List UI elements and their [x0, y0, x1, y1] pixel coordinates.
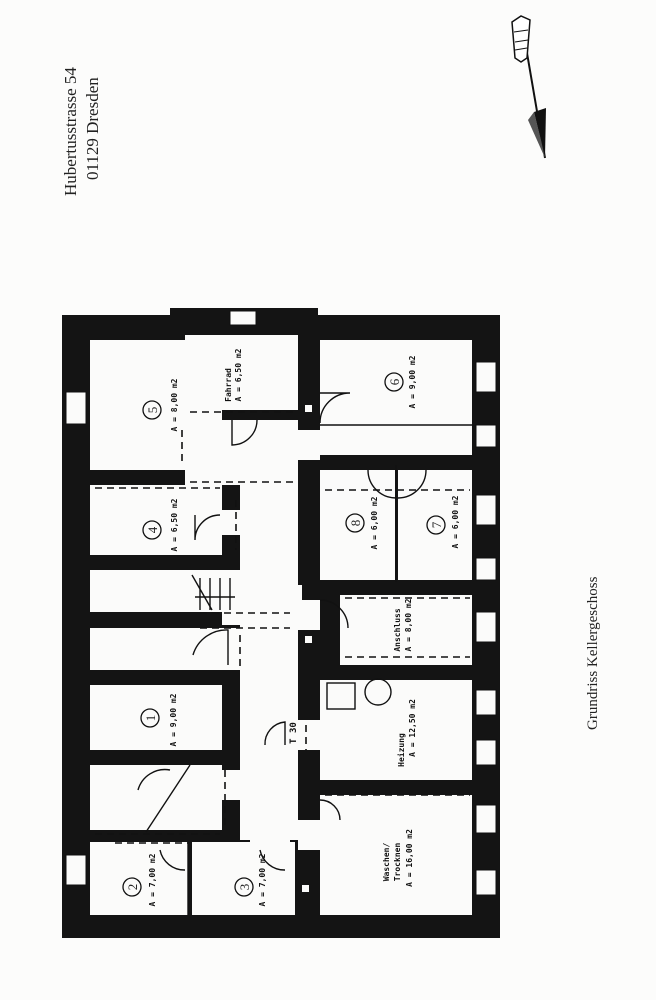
room-area: A = 6,50 m2: [170, 498, 179, 551]
room-area: A = 7,00 m2: [258, 853, 267, 906]
room-name: Waschen/: [382, 843, 391, 882]
room-area: A = 6,00 m2: [370, 496, 379, 549]
plan-title: Grundriss Kellergeschoss: [585, 576, 601, 730]
room-area: A = 12,50 m2: [408, 699, 417, 757]
room-area: A = 16,00 m2: [405, 829, 414, 887]
room-number: 5: [145, 407, 160, 414]
room-area: A = 9,00 m2: [408, 355, 417, 408]
room-heizung: Heizung A = 12,50 m2: [396, 699, 417, 767]
room-number: 1: [143, 715, 158, 722]
room-area: A = 9,00 m2: [169, 693, 178, 746]
room-number: 6: [387, 378, 402, 385]
windows: [65, 310, 497, 896]
room-area: A = 8,00 m2: [170, 378, 179, 431]
room-2: 2 A = 7,00 m2: [122, 853, 157, 906]
room-area: A = 8,00 m2: [404, 598, 413, 651]
room-name: Heizung: [396, 733, 406, 767]
fire-door-label: T 30: [289, 722, 299, 744]
room-area: A = 6,50 m2: [234, 348, 243, 401]
room-number: 7: [429, 521, 444, 528]
north-arrow-icon: [511, 15, 546, 159]
room-name-2: Trocknen: [393, 843, 402, 882]
rooms: [90, 335, 472, 915]
room-8: 8 A = 6,00 m2: [345, 496, 379, 549]
room-fahrrad: Fahrrad A = 6,50 m2: [224, 348, 243, 402]
room-number: 3: [237, 884, 252, 891]
room-1: 1 A = 9,00 m2: [140, 693, 178, 746]
room-area: A = 7,00 m2: [148, 853, 157, 906]
address-city: 01129 Dresden: [83, 77, 102, 180]
plan-details: [95, 392, 472, 915]
room-number: 8: [348, 520, 363, 527]
address-street: Hubertusstrasse 54: [61, 67, 80, 196]
room-4: 4 A = 6,50 m2: [142, 498, 179, 551]
room-number: 2: [125, 884, 140, 891]
room-3: 3 A = 7,00 m2: [234, 853, 267, 906]
room-anschluss: Anschluss A = 8,00 m2: [393, 598, 413, 651]
room-waschen-trocknen: Waschen/ Trocknen A = 16,00 m2: [382, 829, 414, 887]
room-number: 4: [145, 526, 160, 533]
room-7: 7 A = 6,00 m2: [426, 495, 460, 548]
room-name: Anschluss: [393, 608, 402, 652]
room-name: Fahrrad: [224, 368, 233, 402]
room-5: 5 A = 8,00 m2: [142, 378, 179, 431]
room-6: 6 A = 9,00 m2: [384, 355, 417, 408]
room-area: A = 6,00 m2: [451, 495, 460, 548]
